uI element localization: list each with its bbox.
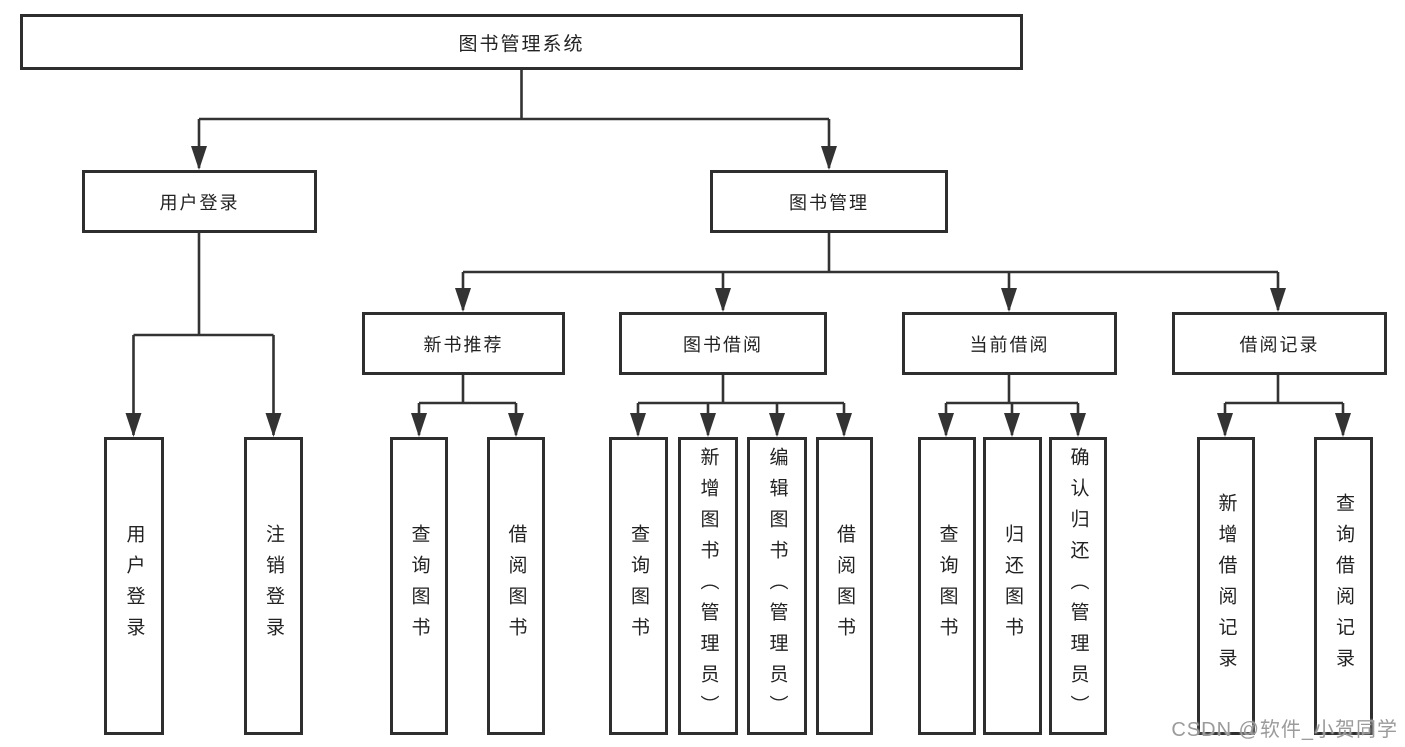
leaf-label: 确认归还（管理员） [1067, 446, 1089, 726]
leaf-return-book: 归还图书 [983, 437, 1042, 735]
leaf-add-borrow-record: 新增借阅记录 [1197, 437, 1255, 735]
node-new-book-recommend: 新书推荐 [362, 312, 565, 375]
node-label: 图书管理系统 [458, 33, 585, 55]
leaf-query-borrow-record: 查询借阅记录 [1314, 437, 1373, 735]
leaf-label: 查询借阅记录 [1333, 493, 1354, 679]
node-book-borrow: 图书借阅 [619, 312, 827, 375]
node-user-login: 用户登录 [82, 170, 317, 233]
connector-paths [132, 70, 1345, 435]
node-current-borrow: 当前借阅 [902, 312, 1117, 375]
node-label: 图书管理 [789, 192, 869, 213]
leaf-label: 归还图书 [1002, 524, 1023, 648]
node-label: 当前借阅 [969, 334, 1050, 355]
leaf-borrow-books-recommend: 借阅图书 [487, 437, 545, 735]
leaf-borrow-books: 借阅图书 [816, 437, 873, 735]
leaf-label: 新增借阅记录 [1215, 493, 1237, 679]
leaf-logout: 注销登录 [244, 437, 303, 735]
leaf-add-book-admin: 新增图书（管理员） [678, 437, 738, 735]
csdn-watermark: CSDN @软件_小贺同学 [1171, 719, 1398, 741]
leaf-query-books-borrow: 查询图书 [609, 437, 668, 735]
node-book-management: 图书管理 [710, 170, 948, 233]
leaf-label: 查询图书 [628, 524, 649, 648]
node-borrow-records: 借阅记录 [1172, 312, 1387, 375]
leaf-confirm-return-admin: 确认归还（管理员） [1049, 437, 1107, 735]
node-label: 用户登录 [159, 192, 240, 213]
leaf-label: 借阅图书 [505, 524, 527, 648]
leaf-label: 查询图书 [936, 524, 958, 648]
leaf-label: 注销登录 [263, 524, 284, 648]
leaf-edit-book-admin: 编辑图书（管理员） [747, 437, 807, 735]
leaf-label: 编辑图书（管理员） [766, 446, 788, 726]
leaf-label: 查询图书 [408, 524, 430, 648]
node-label: 新书推荐 [423, 334, 504, 355]
leaf-query-books-current: 查询图书 [918, 437, 976, 735]
leaf-label: 借阅图书 [834, 524, 855, 648]
leaf-label: 新增图书（管理员） [697, 446, 719, 726]
leaf-user-login: 用户登录 [104, 437, 164, 735]
node-root: 图书管理系统 [20, 14, 1023, 70]
node-label: 图书借阅 [683, 334, 763, 355]
leaf-query-books-recommend: 查询图书 [390, 437, 448, 735]
node-label: 借阅记录 [1239, 334, 1320, 355]
leaf-label: 用户登录 [123, 524, 145, 648]
